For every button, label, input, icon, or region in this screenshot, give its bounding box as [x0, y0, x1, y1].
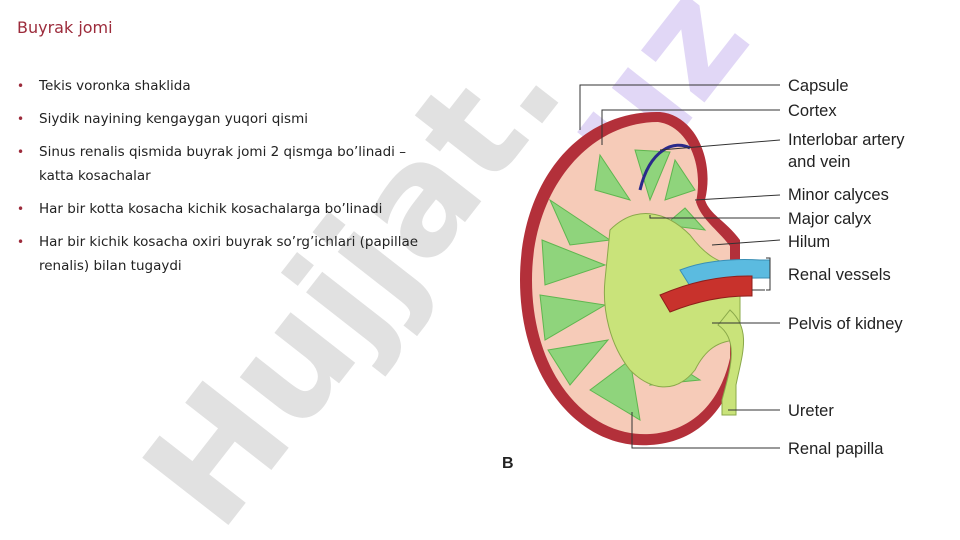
label-ureter: Ureter — [788, 402, 834, 420]
label-pelvis-of-kidney: Pelvis of kidney — [788, 315, 903, 333]
figure-letter: B — [502, 455, 514, 472]
label-minor-calyces: Minor calyces — [788, 186, 889, 204]
interlobar-vessel — [638, 143, 691, 191]
bullet-dot-icon: • — [17, 79, 25, 93]
label-cortex: Cortex — [788, 102, 837, 120]
bullet-dot-icon: • — [17, 202, 25, 216]
kidney-diagram: Capsule Cortex Interlobar artery and vei… — [502, 77, 905, 472]
bullet-item: •Har bir kotta kosacha kichik kosachalar… — [17, 197, 437, 221]
label-and-vein: and vein — [788, 153, 850, 171]
bullet-dot-icon: • — [17, 235, 25, 249]
label-renal-papilla: Renal papilla — [788, 440, 884, 458]
label-renal-vessels: Renal vessels — [788, 266, 891, 284]
bullet-item: •Tekis voronka shaklida — [17, 74, 437, 98]
label-capsule: Capsule — [788, 77, 849, 95]
label-major-calyx: Major calyx — [788, 210, 872, 228]
bullet-item: •Sinus renalis qismida buyrak jomi 2 qis… — [17, 140, 437, 188]
leader-lines — [579, 84, 781, 449]
slide-title: Buyrak jomi — [17, 18, 113, 37]
ureter — [717, 309, 744, 416]
renal-artery — [659, 275, 753, 313]
bullet-dot-icon: • — [17, 145, 25, 159]
bullet-list: •Tekis voronka shaklida •Siydik nayining… — [17, 74, 437, 287]
label-hilum: Hilum — [788, 233, 830, 251]
bullet-item: •Har bir kichik kosacha oxiri buyrak so’… — [17, 230, 437, 278]
bullet-item: •Siydik nayining kengaygan yuqori qismi — [17, 107, 437, 131]
medullary-pyramids — [539, 149, 707, 421]
bullet-dot-icon: • — [17, 112, 25, 126]
label-interlobar-artery: Interlobar artery — [788, 131, 905, 149]
